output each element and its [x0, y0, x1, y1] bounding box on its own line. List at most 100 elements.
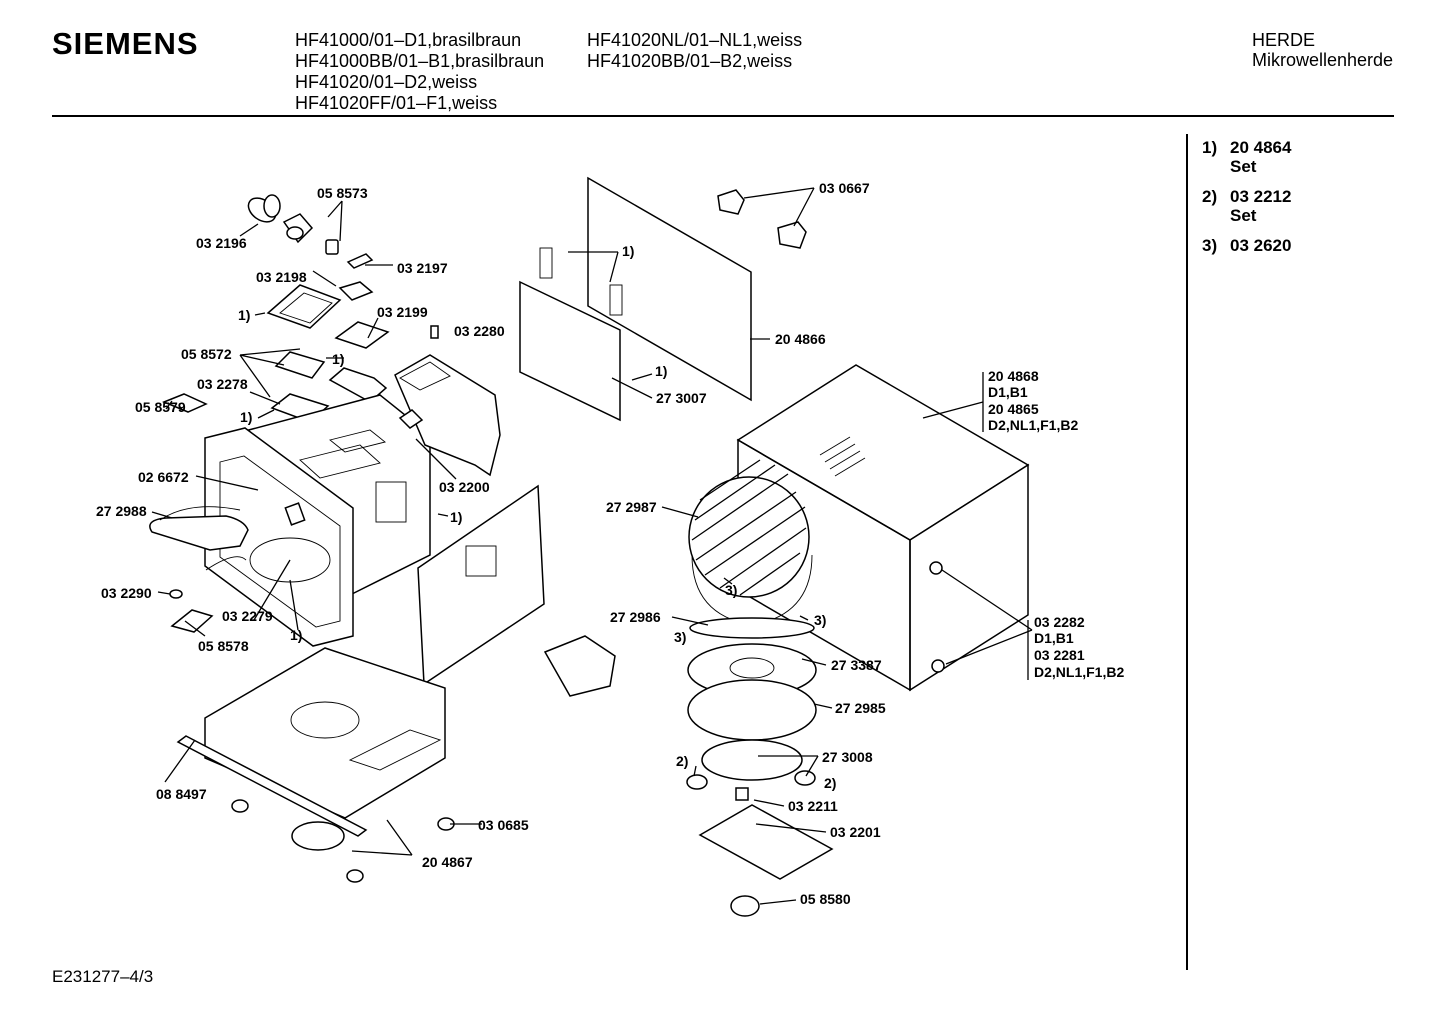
- bracket-part: [328, 367, 388, 403]
- part-label: D2,NL1,F1,B2: [988, 417, 1078, 433]
- part-label: 2): [824, 775, 836, 791]
- filter-part: [291, 821, 345, 851]
- foot-part: [231, 799, 249, 813]
- part-label: D1,B1: [988, 384, 1028, 400]
- screw-part: [430, 325, 439, 339]
- part-label: 05 8579: [135, 399, 186, 415]
- note-number: 2): [1202, 187, 1218, 206]
- part-label: 03 2197: [397, 260, 448, 276]
- part-label: 20 4865: [988, 401, 1039, 417]
- model-line: HF41000BB/01–B1,brasilbraun: [295, 51, 545, 71]
- model-line: HF41020FF/01–F1,weiss: [295, 93, 498, 113]
- part-label: 03 2199: [377, 304, 428, 320]
- turntable-assembly: [687, 459, 817, 781]
- roller-part: [794, 770, 816, 786]
- part-label: 3): [725, 582, 737, 598]
- clip-part: [170, 609, 214, 633]
- note-extra: Set: [1230, 206, 1257, 225]
- foot-part: [929, 561, 943, 575]
- part-label: 27 3387: [831, 657, 882, 673]
- part-label: 05 8572: [181, 346, 232, 362]
- part-label: 03 2279: [222, 608, 273, 624]
- part-label: 1): [290, 627, 302, 643]
- part-label: 1): [238, 307, 250, 323]
- subcategory: Mikrowellenherde: [1252, 50, 1394, 70]
- part-label: 03 2281: [1034, 647, 1085, 663]
- part-label: 05 8580: [800, 891, 851, 907]
- part-label: 27 3007: [656, 390, 707, 406]
- transformer-part: [543, 635, 616, 697]
- part-label: 3): [674, 629, 686, 645]
- part-label: 03 2282: [1034, 614, 1085, 630]
- part-label: 03 2290: [101, 585, 152, 601]
- part-label: 1): [655, 363, 667, 379]
- part-label: 1): [240, 409, 252, 425]
- category-block: HERDE Mikrowellenherde: [1252, 30, 1393, 70]
- grommet-part: [169, 589, 183, 599]
- control-board: [417, 484, 545, 686]
- oven-cavity: [204, 394, 431, 647]
- part-label: 20 4867: [422, 854, 473, 870]
- note-value: 03 2620: [1230, 236, 1292, 255]
- note-value: 20 4864: [1230, 138, 1292, 157]
- part-label: 03 2198: [256, 269, 307, 285]
- clip-part: [162, 393, 208, 413]
- door-switch: [777, 221, 807, 249]
- document-number: E231277–4/3: [52, 967, 154, 986]
- part-label: 27 2987: [606, 499, 657, 515]
- door-switch: [717, 189, 745, 215]
- part-label: 03 2280: [454, 323, 505, 339]
- part-label: 20 4868: [988, 368, 1039, 384]
- part-label: 03 2278: [197, 376, 248, 392]
- frame-part: [266, 284, 342, 329]
- exploded-parts-diagram: 05 8573 03 2196 03 2197 03 2198 1) 03 21…: [96, 176, 1124, 917]
- connector-part: [398, 409, 424, 429]
- leader-lines: [151, 187, 1033, 905]
- part-label: 20 4866: [775, 331, 826, 347]
- grill-element: [149, 515, 249, 551]
- mount-plate: [698, 804, 834, 880]
- knob-part: [247, 194, 339, 255]
- roller-part: [686, 774, 708, 790]
- turntable-motor: [730, 895, 760, 917]
- base-tray: [204, 647, 446, 819]
- note-value: 03 2212: [1230, 187, 1292, 206]
- part-label: 27 2986: [610, 609, 661, 625]
- note-number: 1): [1202, 138, 1218, 157]
- part-label: 2): [676, 753, 688, 769]
- part-label: 03 0667: [819, 180, 870, 196]
- switch-part: [338, 281, 374, 301]
- part-label: 1): [450, 509, 462, 525]
- part-label: 05 8573: [317, 185, 368, 201]
- note-item: 3) 03 2620: [1202, 236, 1291, 256]
- category: HERDE: [1252, 30, 1316, 50]
- mica-cover: [519, 280, 621, 422]
- part-label: 02 6672: [138, 469, 189, 485]
- part-label: D2,NL1,F1,B2: [1034, 664, 1124, 680]
- model-list-left: HF41000/01–D1,brasilbraun HF41000BB/01–B…: [295, 30, 544, 114]
- part-label: 1): [332, 351, 344, 367]
- model-line: HF41020BB/01–B2,weiss: [587, 51, 793, 71]
- part-label: 27 2985: [835, 700, 886, 716]
- header-rule: [52, 115, 1394, 117]
- model-line: HF41020/01–D2,weiss: [295, 72, 478, 92]
- air-duct: [394, 354, 501, 477]
- part-label: D1,B1: [1034, 630, 1074, 646]
- part-label: 03 2196: [196, 235, 247, 251]
- model-line: HF41020NL/01–NL1,weiss: [587, 30, 803, 50]
- model-list-right: HF41020NL/01–NL1,weiss HF41020BB/01–B2,w…: [587, 30, 802, 72]
- model-line: HF41000/01–D1,brasilbraun: [295, 30, 522, 50]
- rail-part: [176, 735, 368, 837]
- note-extra: Set: [1230, 157, 1257, 176]
- part-label: 08 8497: [156, 786, 207, 802]
- coupler-part: [735, 787, 749, 801]
- back-panel: [587, 176, 752, 402]
- part-label: 1): [622, 243, 634, 259]
- cover-part: [274, 351, 326, 379]
- part-label: 03 2211: [788, 798, 838, 814]
- clip-part: [346, 253, 374, 269]
- outer-casing: [736, 364, 1030, 692]
- notes-divider: [1186, 134, 1188, 970]
